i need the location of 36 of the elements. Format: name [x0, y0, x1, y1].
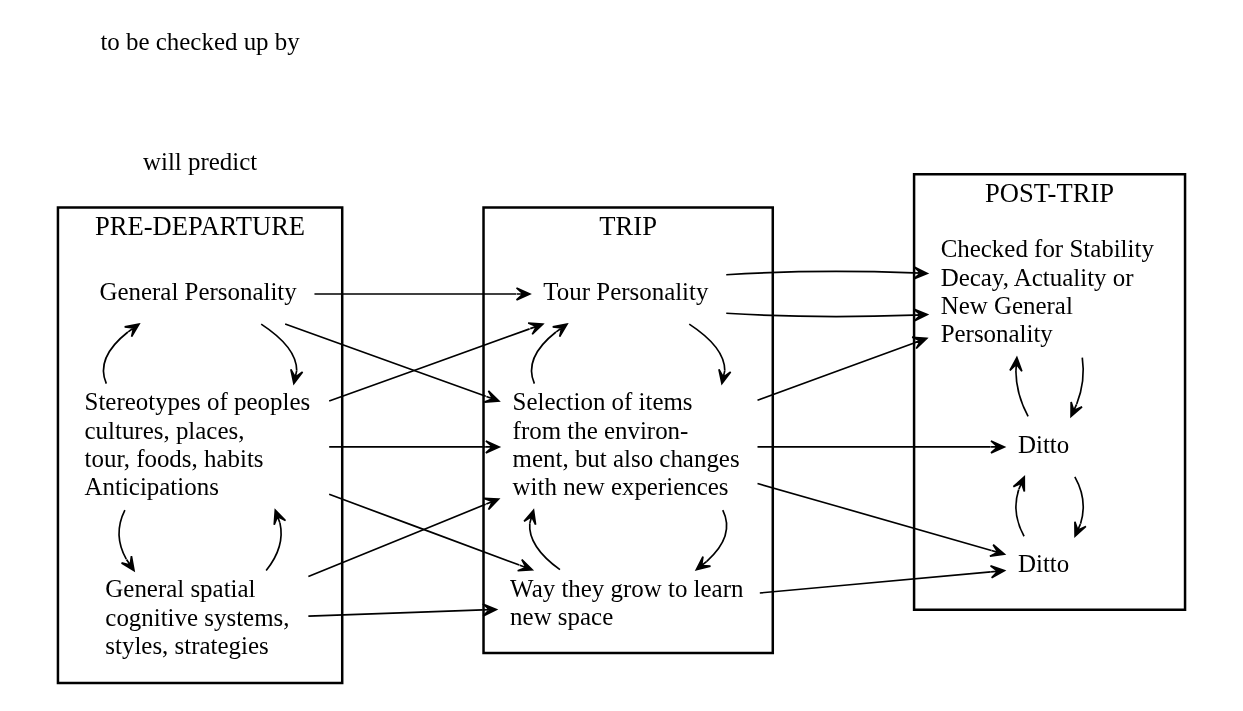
arrow — [328, 493, 534, 572]
arrow — [265, 509, 287, 572]
arrow — [695, 509, 728, 571]
arrow — [260, 323, 304, 385]
arrow — [1070, 356, 1085, 418]
arrow — [758, 565, 1006, 594]
label: to be checked up by — [100, 28, 300, 56]
arrow — [284, 323, 500, 403]
arrow — [725, 308, 929, 322]
node-text: Stereotypes of peoples cultures, places, tour, foods, habits Anticipations — [84, 388, 311, 501]
node-text: Checked for Stability Decay, Actuality or New General Personality — [940, 235, 1154, 348]
arrow — [307, 497, 500, 578]
node-text: Selection of items from the environ- ment, but also changes with new experiences — [512, 388, 740, 501]
arrow — [307, 603, 498, 617]
node-text: General Personality — [99, 277, 297, 305]
node-text: Way they grow to learn new space — [510, 574, 744, 630]
node-text: General spatial cognitive systems, styles, strategies — [105, 575, 290, 659]
arrow — [313, 287, 531, 301]
node-text: Ditto — [1017, 430, 1070, 458]
node-text: Ditto — [1017, 550, 1070, 578]
arrow — [756, 336, 928, 402]
arrow — [1074, 476, 1087, 538]
arrow — [756, 440, 1006, 454]
arrow — [118, 509, 135, 572]
arrow — [725, 266, 929, 280]
arrow — [688, 323, 732, 385]
arrow — [328, 322, 544, 402]
arrow — [328, 440, 500, 454]
arrow — [523, 509, 561, 571]
arrow — [102, 323, 140, 385]
node-text: Tour Personality — [543, 277, 709, 305]
arrow — [1012, 476, 1026, 538]
arrow — [530, 323, 568, 385]
label: will predict — [142, 148, 258, 176]
arrow — [756, 482, 1006, 558]
arrow — [1009, 356, 1029, 418]
